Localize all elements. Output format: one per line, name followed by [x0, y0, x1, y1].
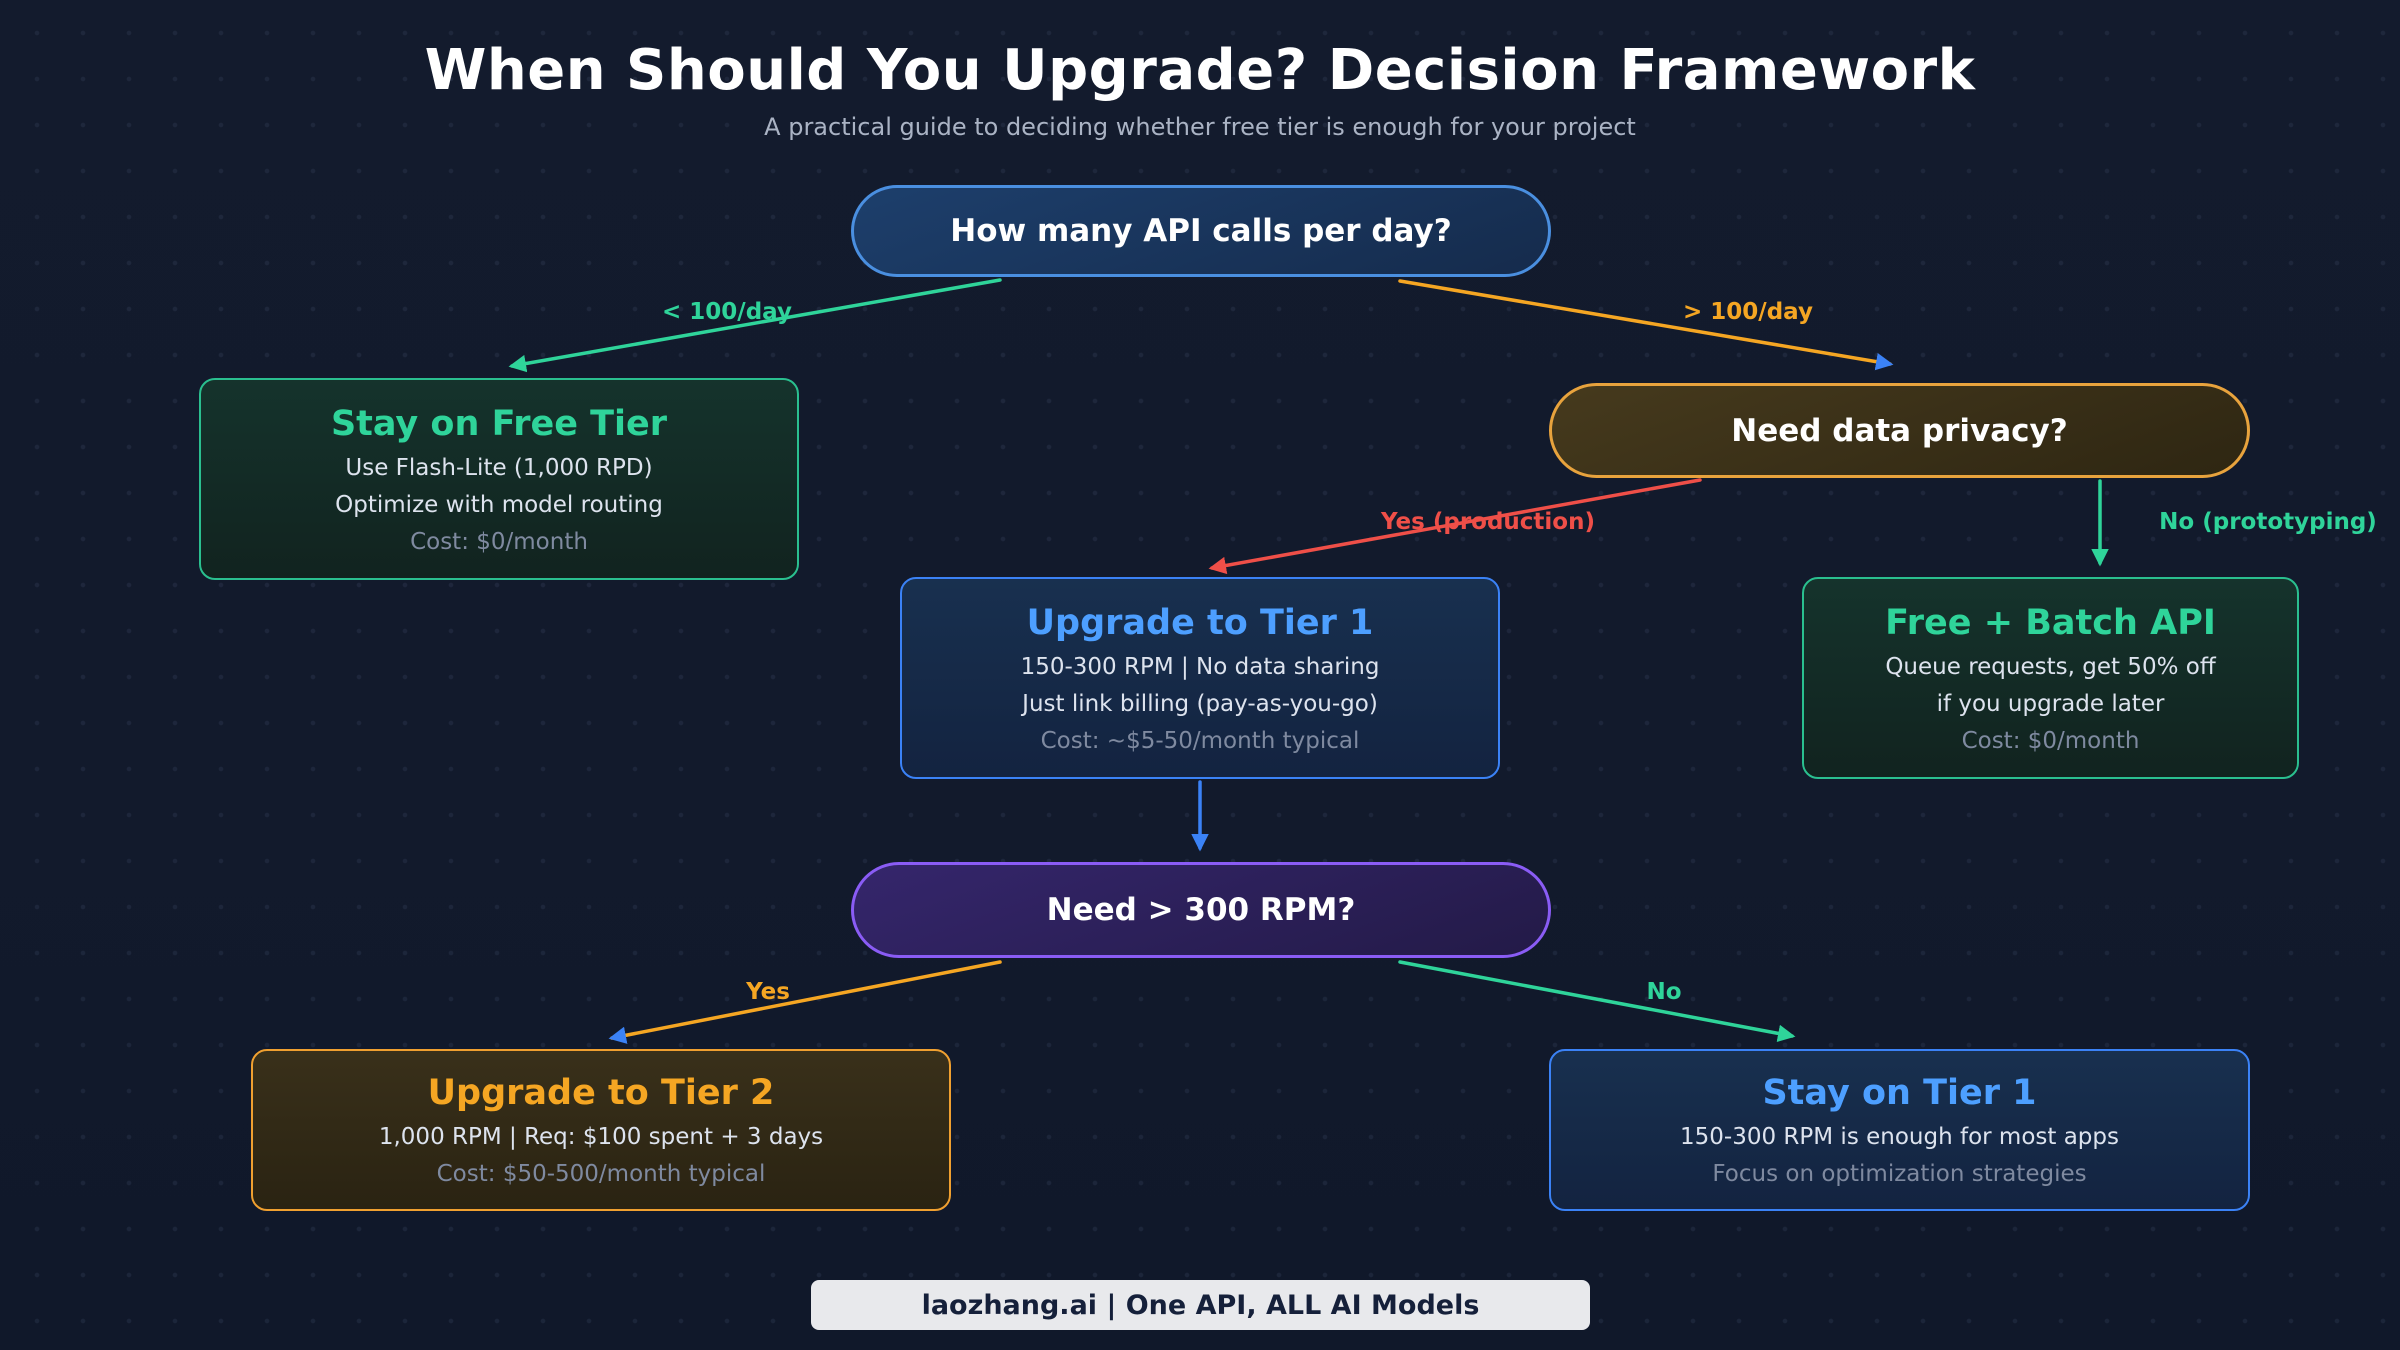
stay-free-line2: Optimize with model routing [335, 491, 663, 518]
stay-free-title: Stay on Free Tier [330, 403, 668, 444]
node-stay-free-tier: Stay on Free Tier Use Flash-Lite (1,000 … [199, 378, 799, 580]
node-privacy-question: Need data privacy? [1549, 383, 2250, 478]
edge-root-to-privacy [1398, 279, 1894, 371]
node-upgrade-tier2: Upgrade to Tier 2 1,000 RPM | Req: $100 … [251, 1049, 951, 1211]
edge-label-no-prototyping: No (prototyping) [2159, 509, 2377, 535]
edge-label-lt100: < 100/day [662, 299, 792, 325]
stay-tier1-line2: Focus on optimization strategies [1712, 1161, 2087, 1187]
tier1-line1: 150-300 RPM | No data sharing [1020, 653, 1380, 680]
node-root-label: How many API calls per day? [950, 213, 1452, 249]
stay-tier1-title: Stay on Tier 1 [1762, 1073, 2037, 1113]
batch-line2: if you upgrade later [1936, 690, 2165, 717]
batch-cost: Cost: $0/month [1961, 727, 2140, 754]
edge-label-gt100: > 100/day [1683, 299, 1813, 325]
tier2-cost: Cost: $50-500/month typical [436, 1161, 766, 1187]
stay-free-line1: Use Flash-Lite (1,000 RPD) [345, 454, 653, 481]
batch-title: Free + Batch API [1885, 602, 2216, 643]
tier2-title: Upgrade to Tier 2 [427, 1073, 775, 1113]
tier1-cost: Cost: ~$5-50/month typical [1040, 727, 1360, 754]
footer-brand-badge: laozhang.ai | One API, ALL AI Models [811, 1280, 1590, 1330]
edge-rpm-to-tier2 [608, 960, 1002, 1044]
node-upgrade-tier1: Upgrade to Tier 1 150-300 RPM | No data … [900, 577, 1500, 779]
node-stay-tier1: Stay on Tier 1 150-300 RPM is enough for… [1549, 1049, 2250, 1211]
edge-label-yes: Yes [746, 979, 790, 1005]
tier2-line1: 1,000 RPM | Req: $100 spent + 3 days [378, 1124, 824, 1150]
page-title: When Should You Upgrade? Decision Framew… [424, 38, 1976, 103]
tier1-title: Upgrade to Tier 1 [1026, 602, 1374, 643]
footer-brand-text: laozhang.ai | One API, ALL AI Models [921, 1289, 1480, 1321]
stay-tier1-line1: 150-300 RPM is enough for most apps [1680, 1124, 2119, 1150]
node-free-batch-api: Free + Batch API Queue requests, get 50%… [1802, 577, 2299, 779]
node-privacy-label: Need data privacy? [1731, 412, 2068, 449]
node-rpm-label: Need > 300 RPM? [1046, 892, 1356, 928]
node-root-question: How many API calls per day? [851, 185, 1551, 277]
node-rpm-question: Need > 300 RPM? [851, 862, 1551, 958]
edge-rpm-to-stay-tier1 [1398, 960, 1796, 1043]
batch-line1: Queue requests, get 50% off [1885, 653, 2216, 680]
tier1-line2: Just link billing (pay-as-you-go) [1022, 690, 1378, 717]
stay-free-cost: Cost: $0/month [410, 528, 588, 555]
edge-label-yes-production: Yes (production) [1381, 509, 1595, 535]
page-subtitle: A practical guide to deciding whether fr… [764, 113, 1636, 141]
edge-label-no: No [1646, 979, 1682, 1005]
